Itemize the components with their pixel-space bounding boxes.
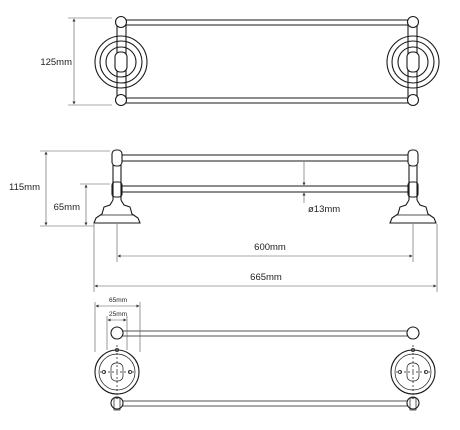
dimension-25mm: 25mm — [106, 311, 128, 350]
label-115mm: 115mm — [9, 182, 40, 193]
label-665mm: 665mm — [250, 272, 282, 283]
right-bracket-front — [389, 149, 437, 224]
left-bracket-front — [93, 149, 141, 224]
label-25mm: 25mm — [109, 311, 127, 318]
dimension-600mm: 600mm — [116, 224, 414, 262]
right-mount-plate — [390, 326, 436, 411]
mount-detail-view: 65mm 25mm — [94, 297, 436, 411]
dimension-65mm-height: 65mm — [54, 183, 110, 226]
top-view: 125mm — [40, 15, 440, 107]
right-wall-mount-top — [386, 15, 440, 107]
label-125mm: 125mm — [40, 57, 72, 68]
front-view: 115mm 65mm ø13mm 600mm 665mm — [9, 149, 438, 292]
left-mount-plate — [94, 326, 140, 411]
label-tube-diameter: ø13mm — [308, 204, 340, 215]
left-wall-mount-top — [94, 15, 148, 107]
label-65mm-plate: 65mm — [109, 297, 127, 304]
label-65mm-height: 65mm — [54, 202, 80, 213]
label-600mm: 600mm — [254, 242, 286, 253]
dimension-tube-diameter: ø13mm — [302, 162, 340, 215]
dimension-65mm-plate: 65mm — [94, 297, 141, 352]
dimension-125mm: 125mm — [40, 17, 112, 106]
dimension-115mm: 115mm — [9, 150, 110, 227]
dimension-665mm: 665mm — [93, 224, 438, 292]
